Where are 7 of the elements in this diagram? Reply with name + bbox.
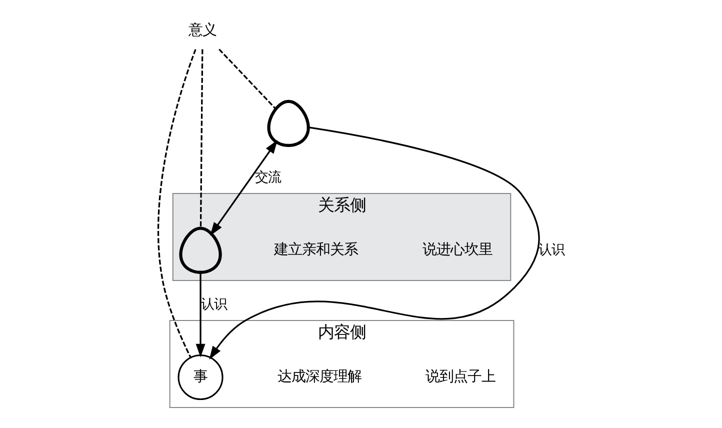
node-text: 达成深度理解 [276,369,361,386]
node-text: 说到点子上 [425,369,496,386]
edge-label: 认识 [538,242,564,258]
node-text: 建立亲和关系 [274,242,358,258]
node-text: 意义 [188,22,216,39]
node-text: 说进心坎里 [422,242,492,258]
edge-label: 交流 [254,170,281,186]
